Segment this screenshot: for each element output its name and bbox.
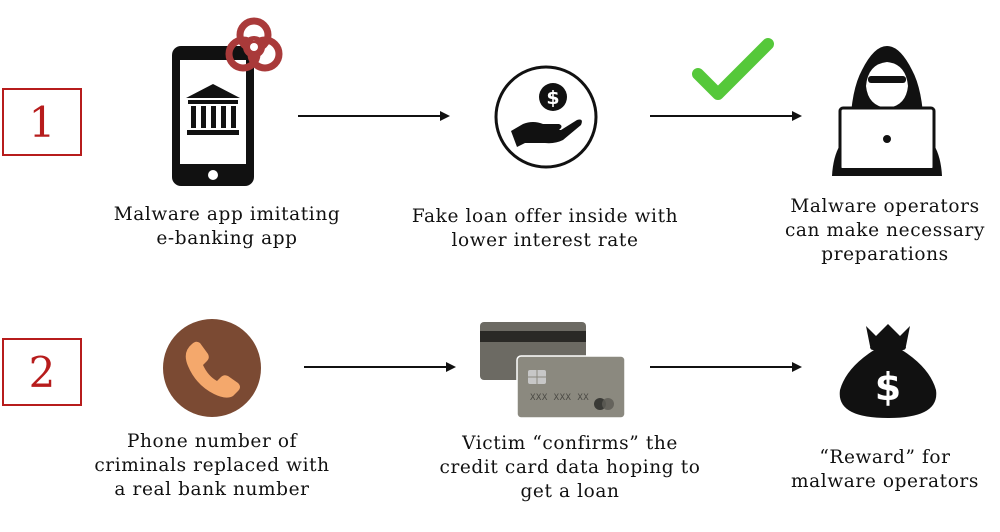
- phone-bank-icon: [172, 17, 283, 186]
- hand-money-icon: $: [494, 65, 598, 169]
- caption-fake-loan: Fake loan offer inside with lower intere…: [411, 206, 679, 251]
- caption-victim-confirms: Victim “confirms” the credit card data h…: [439, 433, 701, 502]
- caption-malware-app: Malware app imitating e-banking app: [113, 204, 341, 249]
- card-number-text: XXX XXX XX: [530, 393, 590, 403]
- caption-malware-operators: Malware operators can make necessary pre…: [784, 196, 986, 265]
- svg-text:$: $: [546, 87, 559, 109]
- step-number-1: 1: [2, 88, 82, 156]
- caption-phone-number: Phone number of criminals replaced with …: [94, 431, 330, 500]
- credit-cards-icon: [480, 322, 626, 419]
- svg-text:$: $: [875, 365, 901, 409]
- arrow-right-icon: [650, 111, 802, 121]
- caption-reward: “Reward” for malware operators: [791, 447, 979, 492]
- arrow-right-icon: [304, 362, 456, 372]
- money-bag-icon: $: [839, 324, 937, 418]
- phone-call-icon: [163, 319, 261, 417]
- arrow-right-icon: [650, 362, 802, 372]
- hacker-laptop-icon: [832, 46, 942, 176]
- step-number-2: 2: [2, 338, 82, 406]
- checkmark-icon: [692, 38, 774, 100]
- arrow-right-icon: [298, 111, 450, 121]
